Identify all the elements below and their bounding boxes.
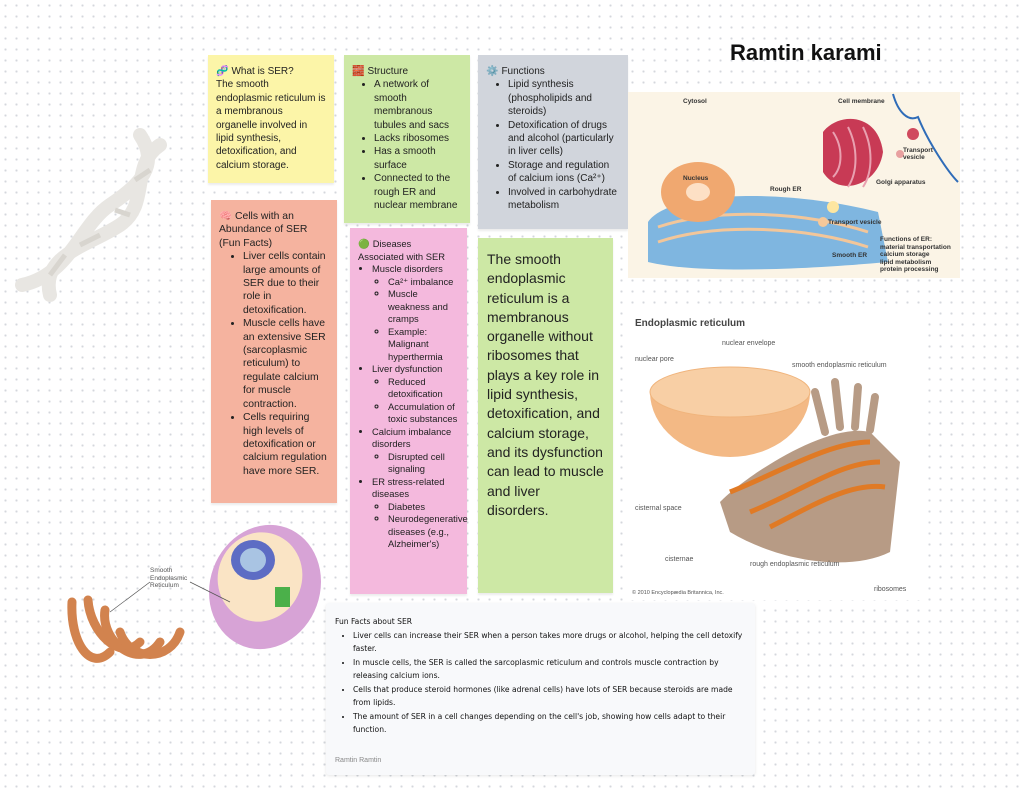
label-rough-er: Rough ER [770, 186, 802, 193]
board-title: Ramtin karami [730, 40, 882, 65]
label-cisternae: cisternae [665, 556, 694, 563]
sub-item: Neurodegenerative diseases (e.g., Alzhei… [388, 513, 468, 551]
label-cytosol: Cytosol [683, 98, 707, 105]
sub-item: Accumulation of toxic substances [388, 401, 459, 426]
cell-ser-image[interactable]: Smooth Endoplasmic Reticulum [60, 522, 325, 682]
author-name: Ramtin Ramtin [335, 756, 382, 764]
brain-icon: 🧠 [219, 211, 232, 222]
note-functions[interactable]: ⚙️Functions Lipid synthesis (phospholipi… [478, 55, 628, 229]
list-item: Calcium imbalance disordersDisrupted cel… [372, 426, 459, 476]
sub-item: Reduced detoxification [388, 376, 459, 401]
label-smooth-er: Smooth Endoplasmic Reticulum [150, 567, 188, 589]
er-anatomy-diagram[interactable]: Endoplasmic reticulum nuclear pore nucle… [630, 312, 925, 600]
fun-facts-card[interactable]: Fun Facts about SER Liver cells can incr… [326, 603, 755, 775]
note-heading: Diseases Associated with SER [358, 238, 446, 262]
gear-icon: ⚙️ [486, 66, 499, 77]
list-item: Liver cells can increase their SER when … [353, 629, 746, 656]
er-functions-list: Functions of ER: material transportation… [880, 236, 951, 274]
fun-facts-heading: Fun Facts about SER [335, 617, 413, 626]
er-function: calcium storage [880, 251, 930, 258]
list-item: Connected to the rough ER and nuclear me… [374, 172, 462, 212]
list-item: Muscle disordersCa²⁺ imbalanceMuscle wea… [372, 263, 459, 363]
list-item: Has a smooth surface [374, 145, 462, 172]
note-body: The smooth endoplasmic reticulum is a me… [216, 79, 326, 171]
sub-item: Diabetes [388, 501, 459, 514]
virus-icon: 🟢 [358, 238, 370, 249]
label-cell-membrane: Cell membrane [838, 98, 885, 105]
label-transport-vesicle: Transport vesicle [828, 219, 882, 226]
label-transport-vesicle: Transport vesicle [903, 147, 933, 161]
note-heading: Cells with an Abundance of SER (Fun Fact… [219, 211, 308, 249]
label-ribosomes: ribosomes [874, 586, 907, 593]
note-heading: What is SER? [231, 66, 294, 77]
list-item: Involved in carbohydrate metabolism [508, 186, 620, 213]
sub-item: Muscle weakness and cramps [388, 288, 459, 326]
list-item: Liver dysfunctionReduced detoxificationA… [372, 363, 459, 426]
cell-illustration [67, 524, 321, 663]
summary-text: The smooth endoplasmic reticulum is a me… [487, 251, 604, 518]
er-function: material transportation [880, 243, 951, 251]
label-golgi: Golgi apparatus [876, 179, 926, 186]
list-item: ER stress-related diseasesDiabetesNeurod… [372, 475, 468, 551]
list-item: A network of smooth membranous tubules a… [374, 78, 462, 132]
list-item: Lacks ribosomes [374, 132, 462, 145]
image-credit: © 2010 Encyclopædia Britannica, Inc. [632, 590, 724, 596]
sub-item: Ca²⁺ imbalance [388, 276, 459, 289]
list-item: Muscle cells have an extensive SER (sarc… [243, 317, 329, 411]
diagram-title: Endoplasmic reticulum [635, 318, 746, 329]
list-item: In muscle cells, the SER is called the s… [353, 656, 746, 683]
note-what-is-ser[interactable]: 🧬What is SER? The smooth endoplasmic ret… [208, 55, 334, 183]
disease-group: Liver dysfunction [372, 363, 443, 374]
label-cisternal-space: cisternal space [635, 505, 682, 512]
list-item: Storage and regulation of calcium ions (… [508, 159, 620, 186]
sub-item: Disrupted cell signaling [388, 451, 459, 476]
list-item: Liver cells contain large amounts of SER… [243, 250, 329, 317]
er-functions-title: Functions of ER: [880, 236, 932, 243]
sub-item: Example: Malignant hyperthermia [388, 326, 459, 364]
disease-group: ER stress-related diseases [372, 475, 445, 500]
note-heading: Structure [367, 66, 409, 77]
list-item: The amount of SER in a cell changes depe… [353, 710, 746, 737]
list-item: Lipid synthesis (phospholipids and stero… [508, 78, 620, 118]
label-nucleus: Nucleus [683, 175, 709, 182]
label-smooth-er: Smooth ER [832, 252, 868, 259]
note-structure[interactable]: 🧱Structure A network of smooth membranou… [344, 55, 470, 223]
list-item: Cells requiring high levels of detoxific… [243, 411, 329, 478]
note-diseases[interactable]: 🟢Diseases Associated with SER Muscle dis… [350, 228, 468, 594]
label-smooth-er: smooth endoplasmic reticulum [792, 362, 887, 369]
brick-icon: 🧱 [352, 66, 365, 77]
er-function: protein processing [880, 266, 939, 273]
list-item: Detoxification of drugs and alcohol (par… [508, 119, 620, 159]
disease-group: Muscle disorders [372, 263, 443, 274]
label-nuclear-envelope: nuclear envelope [722, 340, 776, 347]
note-heading: Functions [501, 66, 545, 77]
dna-icon: 🧬 [216, 66, 229, 77]
er-anatomy-illustration [649, 366, 900, 563]
label-nuclear-pore: nuclear pore [635, 356, 674, 363]
dna-image[interactable] [10, 125, 170, 305]
er-pathway-illustration [648, 93, 959, 270]
disease-group: Calcium imbalance disorders [372, 425, 452, 450]
note-cells-abundance[interactable]: 🧠Cells with an Abundance of SER (Fun Fac… [211, 200, 337, 503]
er-function: lipid metabolism [880, 258, 932, 266]
er-pathway-diagram[interactable]: Cytosol Cell membrane Nucleus Rough ER T… [628, 92, 960, 278]
note-summary[interactable]: The smooth endoplasmic reticulum is a me… [478, 238, 613, 593]
list-item: Cells that produce steroid hormones (lik… [353, 683, 746, 710]
label-rough-er: rough endoplasmic reticulum [750, 561, 840, 568]
